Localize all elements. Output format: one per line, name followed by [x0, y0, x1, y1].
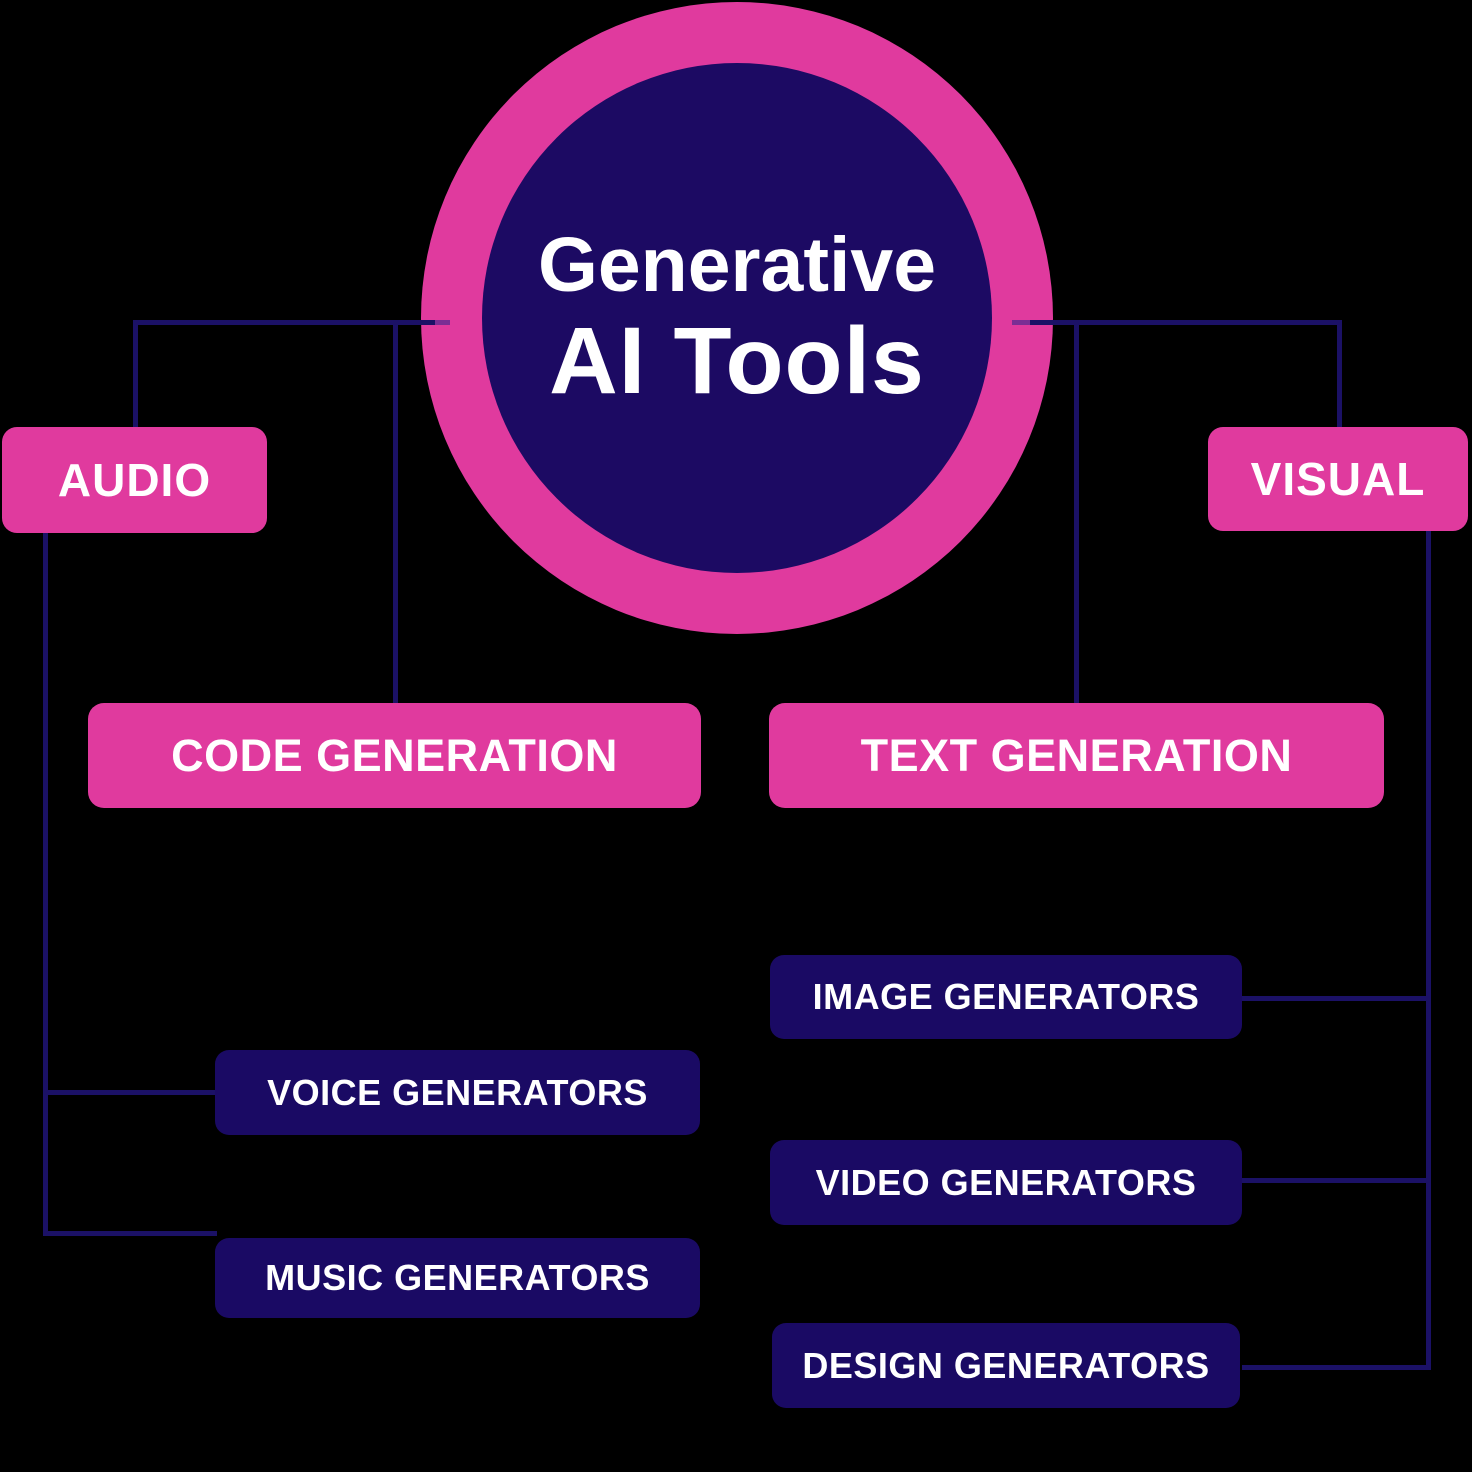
connector-visual-bottom-vertical	[1426, 531, 1431, 1370]
connector-code-vertical	[393, 320, 398, 705]
video-generators-node-label: VIDEO GENERATORS	[815, 1161, 1197, 1203]
code-generation-node-label: CODE GENERATION	[171, 729, 618, 781]
connector-left-purple-cap	[435, 320, 450, 325]
connector-text-vertical	[1074, 320, 1079, 705]
connector-voice-horizontal	[45, 1090, 217, 1095]
audio-node-label: AUDIO	[57, 454, 212, 506]
connector-right-horizontal	[1030, 320, 1341, 325]
diagram-title-line2: AI Tools	[549, 308, 925, 414]
center-circle-ring: Generative AI Tools	[421, 2, 1053, 634]
image-generators-node-label: IMAGE GENERATORS	[812, 976, 1200, 1017]
connector-design-horizontal	[1242, 1365, 1431, 1370]
connector-visual-top-vertical	[1337, 320, 1342, 427]
connector-video-horizontal	[1242, 1178, 1431, 1183]
design-generators-node: DESIGN GENERATORS	[772, 1323, 1240, 1408]
video-generators-node: VIDEO GENERATORS	[770, 1140, 1242, 1225]
music-generators-node-label: MUSIC GENERATORS	[265, 1257, 650, 1298]
voice-generators-node: VOICE GENERATORS	[215, 1050, 700, 1135]
music-generators-node: MUSIC GENERATORS	[215, 1238, 700, 1318]
text-generation-node: TEXT GENERATION	[769, 703, 1384, 808]
connector-audio-top-vertical	[133, 320, 138, 427]
connector-music-horizontal	[43, 1231, 217, 1236]
image-generators-node: IMAGE GENERATORS	[770, 955, 1242, 1039]
text-generation-node-label: TEXT GENERATION	[860, 729, 1293, 781]
voice-generators-node-label: VOICE GENERATORS	[267, 1071, 648, 1113]
connector-audio-bottom-vertical	[43, 533, 48, 1236]
code-generation-node: CODE GENERATION	[88, 703, 701, 808]
connector-image-horizontal	[1242, 996, 1431, 1001]
diagram-title-line1: Generative	[537, 222, 937, 308]
center-circle: Generative AI Tools	[482, 63, 992, 573]
visual-node-label: VISUAL	[1250, 453, 1426, 505]
connector-left-horizontal	[133, 320, 450, 325]
audio-node: AUDIO	[2, 427, 267, 533]
design-generators-node-label: DESIGN GENERATORS	[802, 1344, 1210, 1386]
connector-right-purple-cap	[1012, 320, 1030, 325]
visual-node: VISUAL	[1208, 427, 1468, 531]
